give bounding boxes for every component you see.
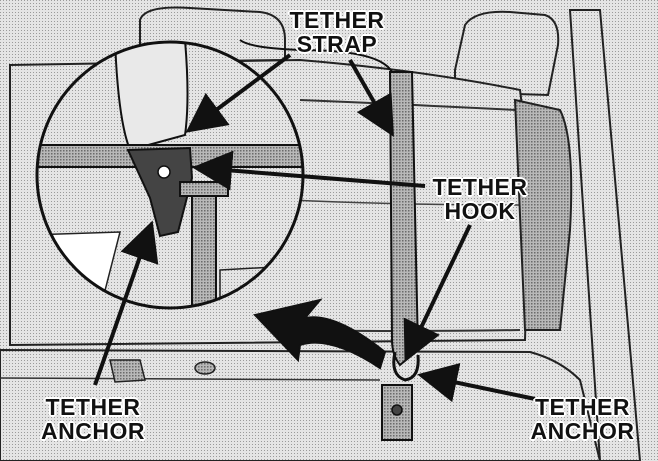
label-tether-hook: TETHER HOOK <box>405 175 555 223</box>
inset-anchor-post <box>191 189 217 308</box>
cushion-seam <box>0 377 381 381</box>
label-tether-strap-line2: STRAP <box>296 31 378 57</box>
upholstery-line-1 <box>299 99 516 111</box>
headrest-right <box>454 10 560 97</box>
label-tether-strap: TETHER STRAP <box>262 8 412 56</box>
anchor-bolt <box>391 404 403 416</box>
label-tether-hook-line2: HOOK <box>444 198 516 224</box>
tether-strap-fold <box>239 39 393 73</box>
arrow-tether-anchor-right <box>417 362 541 403</box>
curved-arrow <box>253 298 387 370</box>
label-tether-strap-line1: TETHER <box>289 7 385 33</box>
label-tether-anchor-left-line2: ANCHOR <box>41 418 145 444</box>
label-tether-anchor-left-line1: TETHER <box>45 394 141 420</box>
label-tether-anchor-left: TETHER ANCHOR <box>18 395 168 443</box>
inset-strap <box>113 42 189 152</box>
label-tether-anchor-right: TETHER ANCHOR <box>510 395 655 443</box>
arrow-tether-strap-inset <box>185 53 292 133</box>
floor-feature-2 <box>194 361 216 375</box>
door-frame <box>568 9 642 461</box>
arrow-tether-hook-inset <box>192 150 426 191</box>
label-tether-anchor-right-line2: ANCHOR <box>530 418 635 444</box>
arrow-tether-hook-main <box>403 224 472 363</box>
side-panel <box>513 98 573 331</box>
inset-hook-hole <box>157 165 171 179</box>
arrow-tether-anchor-left <box>93 220 159 386</box>
inset-hook <box>126 146 194 238</box>
arrow-tether-strap-main <box>348 59 394 137</box>
inset-anchor-cap <box>179 181 229 197</box>
label-tether-anchor-right-line1: TETHER <box>535 394 630 420</box>
floor-feature-1 <box>109 359 146 383</box>
label-tether-hook-line1: TETHER <box>432 174 528 200</box>
